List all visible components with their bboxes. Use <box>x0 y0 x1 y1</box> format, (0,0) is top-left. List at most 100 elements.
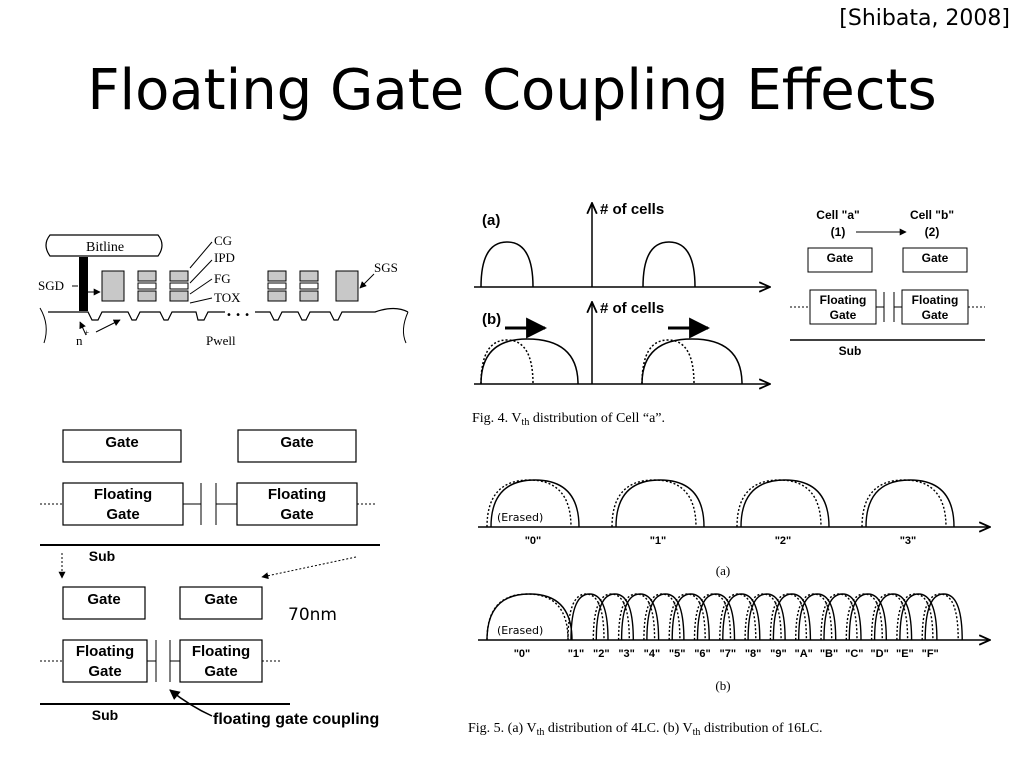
threshold-curve-dotted <box>486 593 569 641</box>
axis-label: # of cells <box>600 300 664 317</box>
threshold-curve <box>696 593 736 641</box>
level-label: "7" <box>720 648 737 660</box>
citation: [Shibata, 2008] <box>839 6 1010 31</box>
threshold-curve-dotted <box>861 479 947 528</box>
distribution-curve <box>642 241 696 288</box>
gate-box <box>237 429 357 463</box>
level-label: "0" <box>514 648 531 660</box>
level-label: "8" <box>745 648 762 660</box>
distribution-curve <box>480 338 579 385</box>
gate-box <box>62 586 146 620</box>
threshold-curve <box>873 593 913 641</box>
bitline-shape <box>45 234 163 257</box>
fig5a-levels: "0""1""2""3" <box>525 535 917 547</box>
gate-box <box>807 247 873 273</box>
level-label: "3" <box>618 648 635 660</box>
threshold-curve-dotted <box>592 593 630 641</box>
fig5-caption: Fig. 5. (a) Vth distribution of 4LC. (b)… <box>468 721 823 738</box>
level-label: "3" <box>900 535 917 547</box>
floating-gate-box <box>809 289 877 325</box>
threshold-curve-dotted <box>744 593 782 641</box>
fig4-caption: Fig. 4. Vth distribution of Cell “a”. <box>472 411 665 428</box>
floating-gate-label: Gate <box>830 308 857 322</box>
threshold-curve <box>486 593 573 641</box>
threshold-curve <box>671 593 710 641</box>
threshold-curve-dotted <box>693 593 732 641</box>
gate-box <box>179 586 263 620</box>
gate-label: Gate <box>105 434 138 451</box>
gate-box <box>62 429 182 463</box>
threshold-curve-dotted <box>820 593 858 641</box>
threshold-curve <box>570 593 609 641</box>
gate-label: Gate <box>204 591 237 608</box>
floating-label: Floating <box>76 643 134 660</box>
sgd-label: SGD <box>38 278 64 293</box>
tox-label: TOX <box>214 290 241 305</box>
nand-cross-section: Bitline SGD CG IPD FG <box>38 233 409 348</box>
threshold-curve <box>848 593 887 641</box>
threshold-curve <box>615 479 705 528</box>
coupling-diagram: Gate Gate Floating Gate Floating Gate Su… <box>40 429 380 728</box>
threshold-curve <box>747 593 786 641</box>
cells-ab: Cell "a" Cell "b" (1) (2) Gate Gate Floa… <box>790 208 985 358</box>
sub-label: Sub <box>839 344 862 358</box>
threshold-curve-dotted <box>668 593 706 641</box>
panel-b-label: (b) <box>715 678 730 693</box>
erased-label: (Erased) <box>497 511 543 524</box>
threshold-curve <box>899 593 938 641</box>
threshold-curve-dotted <box>617 593 656 641</box>
erased-label: (Erased) <box>497 624 543 637</box>
nand-cells-right <box>267 270 359 302</box>
gate-box <box>902 247 968 273</box>
threshold-curve-dotted <box>795 593 833 641</box>
ipd-label: IPD <box>214 250 235 265</box>
sgd-gate <box>79 257 88 311</box>
scaled-label: 70nm <box>288 605 337 625</box>
level-label: "0" <box>525 535 542 547</box>
threshold-curve-dotted <box>643 593 681 641</box>
gate-label: Gate <box>922 251 949 265</box>
level-label: "C" <box>845 648 863 660</box>
floating-label: Floating <box>192 643 250 660</box>
level-label: "5" <box>669 648 686 660</box>
nand-cells-left <box>101 270 189 302</box>
floating-gate-box <box>901 289 969 325</box>
sub-label: Sub <box>92 707 118 723</box>
threshold-curve-dotted <box>921 593 959 641</box>
pwell-label: Pwell <box>206 333 236 348</box>
bitline-label: Bitline <box>86 240 124 255</box>
floating-gate-label: Gate <box>88 663 121 680</box>
cell-a-num: (1) <box>831 225 846 239</box>
gate-label: Gate <box>827 251 854 265</box>
level-label: "1" <box>650 535 667 547</box>
floating-gate-box <box>62 482 184 526</box>
threshold-curve-dotted <box>769 593 808 641</box>
threshold-curve <box>490 479 580 528</box>
level-label: "4" <box>644 648 661 660</box>
threshold-curve <box>798 593 837 641</box>
fig5: (Erased) "0""1""2""3" (a) (Erased) "0""1… <box>468 479 990 738</box>
fig5b-curves <box>486 593 963 641</box>
threshold-curve <box>595 593 634 641</box>
n-plus-sup: + <box>84 328 89 338</box>
level-label: "E" <box>896 648 914 660</box>
threshold-curve-dotted <box>719 593 757 641</box>
level-label: "6" <box>694 648 711 660</box>
floating-label: Floating <box>912 293 959 307</box>
fig5b-levels: "0""1""2""3""4""5""6""7""8""9""A""B""C""… <box>514 648 939 660</box>
threshold-curve <box>865 479 955 528</box>
n-plus-label: n <box>76 333 83 348</box>
ellipsis-dots: • • • <box>226 310 250 321</box>
sgs-label: SGS <box>374 260 398 275</box>
level-label: "F" <box>922 648 939 660</box>
axis-label: # of cells <box>600 201 664 218</box>
threshold-curve <box>722 593 761 641</box>
threshold-curve-dotted <box>896 593 934 641</box>
level-label: "D" <box>870 648 888 660</box>
coupling-label: floating gate coupling <box>213 711 379 728</box>
panel-a-label: (a) <box>716 563 730 578</box>
cg-label: CG <box>214 233 232 248</box>
cell-a-label: Cell "a" <box>816 208 859 222</box>
cell-b-num: (2) <box>925 225 940 239</box>
threshold-curve <box>646 593 685 641</box>
